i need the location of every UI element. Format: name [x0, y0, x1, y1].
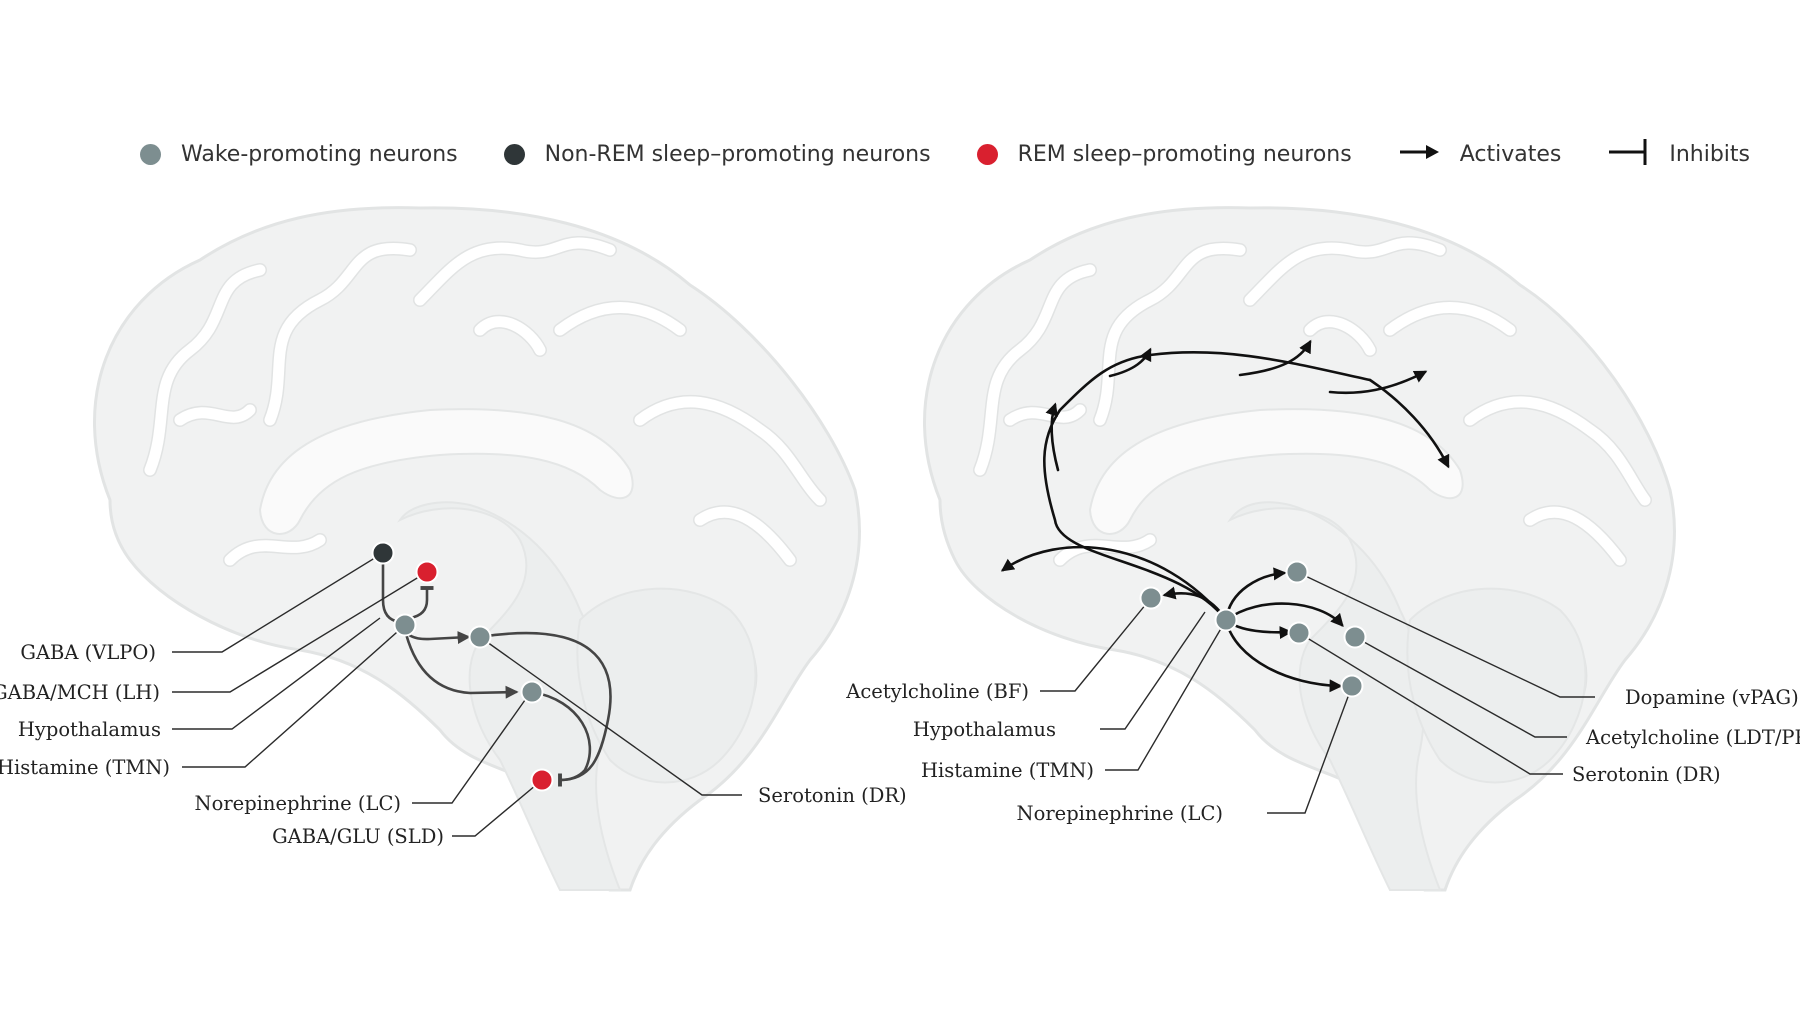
label-serotonin-right: Serotonin (DR): [1572, 763, 1721, 786]
label-norepinephrine: Norepinephrine (LC): [195, 792, 401, 815]
arrow-frontal-lower: [1000, 545, 1228, 622]
right-leaders: [1040, 571, 1595, 814]
acetylcholine-ldt-node: [1343, 625, 1367, 649]
left-leaders: [172, 552, 742, 837]
label-norepinephrine-right: Norepinephrine (LC): [1017, 802, 1223, 825]
hypothalamus-histamine-node-right: [1214, 608, 1238, 632]
hyp-to-lc-arrow: [403, 628, 519, 699]
legend-nrem-label: Non-REM sleep–promoting neurons: [544, 141, 931, 167]
hypothalamus-histamine-node: [393, 613, 417, 637]
label-histamine-right: Histamine (TMN): [921, 759, 1094, 782]
arrow-frontal-upper: [1045, 402, 1060, 472]
legend-inhibits: Inhibits: [1607, 137, 1750, 171]
inhibit-bar-icon: [1607, 137, 1649, 171]
label-gaba-mch: GABA/MCH (LH): [0, 681, 160, 704]
gaba-mch-node: [415, 560, 439, 584]
serotonin-dr-node: [468, 625, 492, 649]
arrow-to-ldt: [1224, 602, 1344, 627]
label-histamine: Histamine (TMN): [0, 756, 170, 779]
norepinephrine-lc-node: [520, 680, 544, 704]
arrow-motor: [1108, 347, 1152, 378]
left-nodes: [371, 541, 554, 792]
legend-activates: Activates: [1398, 141, 1562, 167]
acetylcholine-bf-node: [1139, 586, 1163, 610]
label-hypothalamus: Hypothalamus: [18, 718, 161, 741]
serotonin-dr-node-right: [1287, 621, 1311, 645]
legend-nrem: Non-REM sleep–promoting neurons: [503, 141, 931, 167]
arrow-occipital-lower: [1368, 378, 1450, 469]
label-acetylcholine-ldt: Acetylcholine (LDT/PPT): [1585, 726, 1800, 749]
arrow-parietal: [1238, 339, 1312, 377]
right-brain-illustration: [923, 206, 1676, 892]
arrow-occipital-upper: [1328, 370, 1428, 395]
arrow-right-icon: [1398, 142, 1440, 166]
rem-neuron-icon: [976, 143, 998, 165]
label-gaba-glu: GABA/GLU (SLD): [272, 825, 444, 848]
legend-wake: Wake-promoting neurons: [140, 142, 458, 167]
nrem-neuron-icon: [503, 143, 525, 165]
gaba-glu-sld-node: [530, 768, 554, 792]
label-dopamine: Dopamine (vPAG): [1625, 686, 1799, 709]
legend-activates-label: Activates: [1459, 141, 1562, 167]
arrow-to-lc: [1224, 618, 1343, 693]
norepinephrine-lc-node-right: [1340, 674, 1364, 698]
label-hypothalamus-right: Hypothalamus: [913, 718, 1056, 741]
legend: Wake-promoting neurons Non-REM sleep–pro…: [140, 134, 1790, 174]
cortical-trunk: [1043, 351, 1372, 622]
dopamine-vpag-node: [1285, 560, 1309, 584]
legend-rem: REM sleep–promoting neurons: [976, 141, 1352, 167]
dr-to-sld-line: [478, 631, 612, 787]
wake-neuron-icon: [140, 143, 161, 165]
left-brain-illustration: [93, 206, 861, 892]
legend-wake-label: Wake-promoting neurons: [181, 141, 458, 167]
label-serotonin: Serotonin (DR): [758, 784, 907, 807]
right-nodes: [1139, 560, 1367, 698]
right-labels: Acetylcholine (BF) Hypothalamus Histamin…: [845, 680, 1800, 825]
left-labels: GABA (VLPO) GABA/MCH (LH) Hypothalamus H…: [0, 641, 907, 848]
legend-inhibits-label: Inhibits: [1669, 141, 1750, 167]
gaba-vlpo-node: [371, 541, 395, 565]
legend-rem-label: REM sleep–promoting neurons: [1017, 141, 1352, 167]
label-acetylcholine-bf: Acetylcholine (BF): [845, 680, 1029, 703]
lc-to-sld-line: [530, 690, 592, 782]
label-gaba-vlpo: GABA (VLPO): [20, 641, 156, 664]
